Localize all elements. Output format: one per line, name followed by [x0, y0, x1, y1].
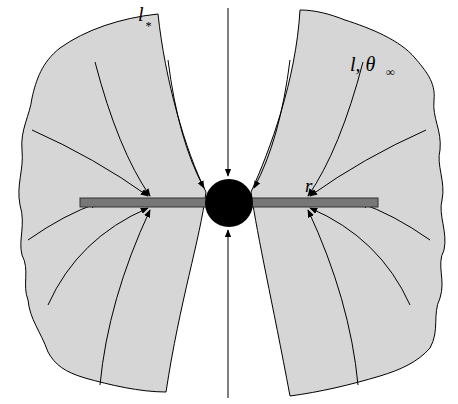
radius-symbol: l [138, 4, 144, 24]
right-lobe [251, 10, 445, 396]
subscript: ∞ [386, 66, 395, 78]
subscript: * [145, 20, 151, 32]
radius-symbol: r [305, 176, 312, 195]
disk-left [80, 198, 207, 207]
disk-right [251, 198, 378, 207]
black-hole [205, 179, 253, 227]
angular-momentum-symbol: l, θ [350, 54, 375, 74]
streamlines [28, 8, 430, 398]
